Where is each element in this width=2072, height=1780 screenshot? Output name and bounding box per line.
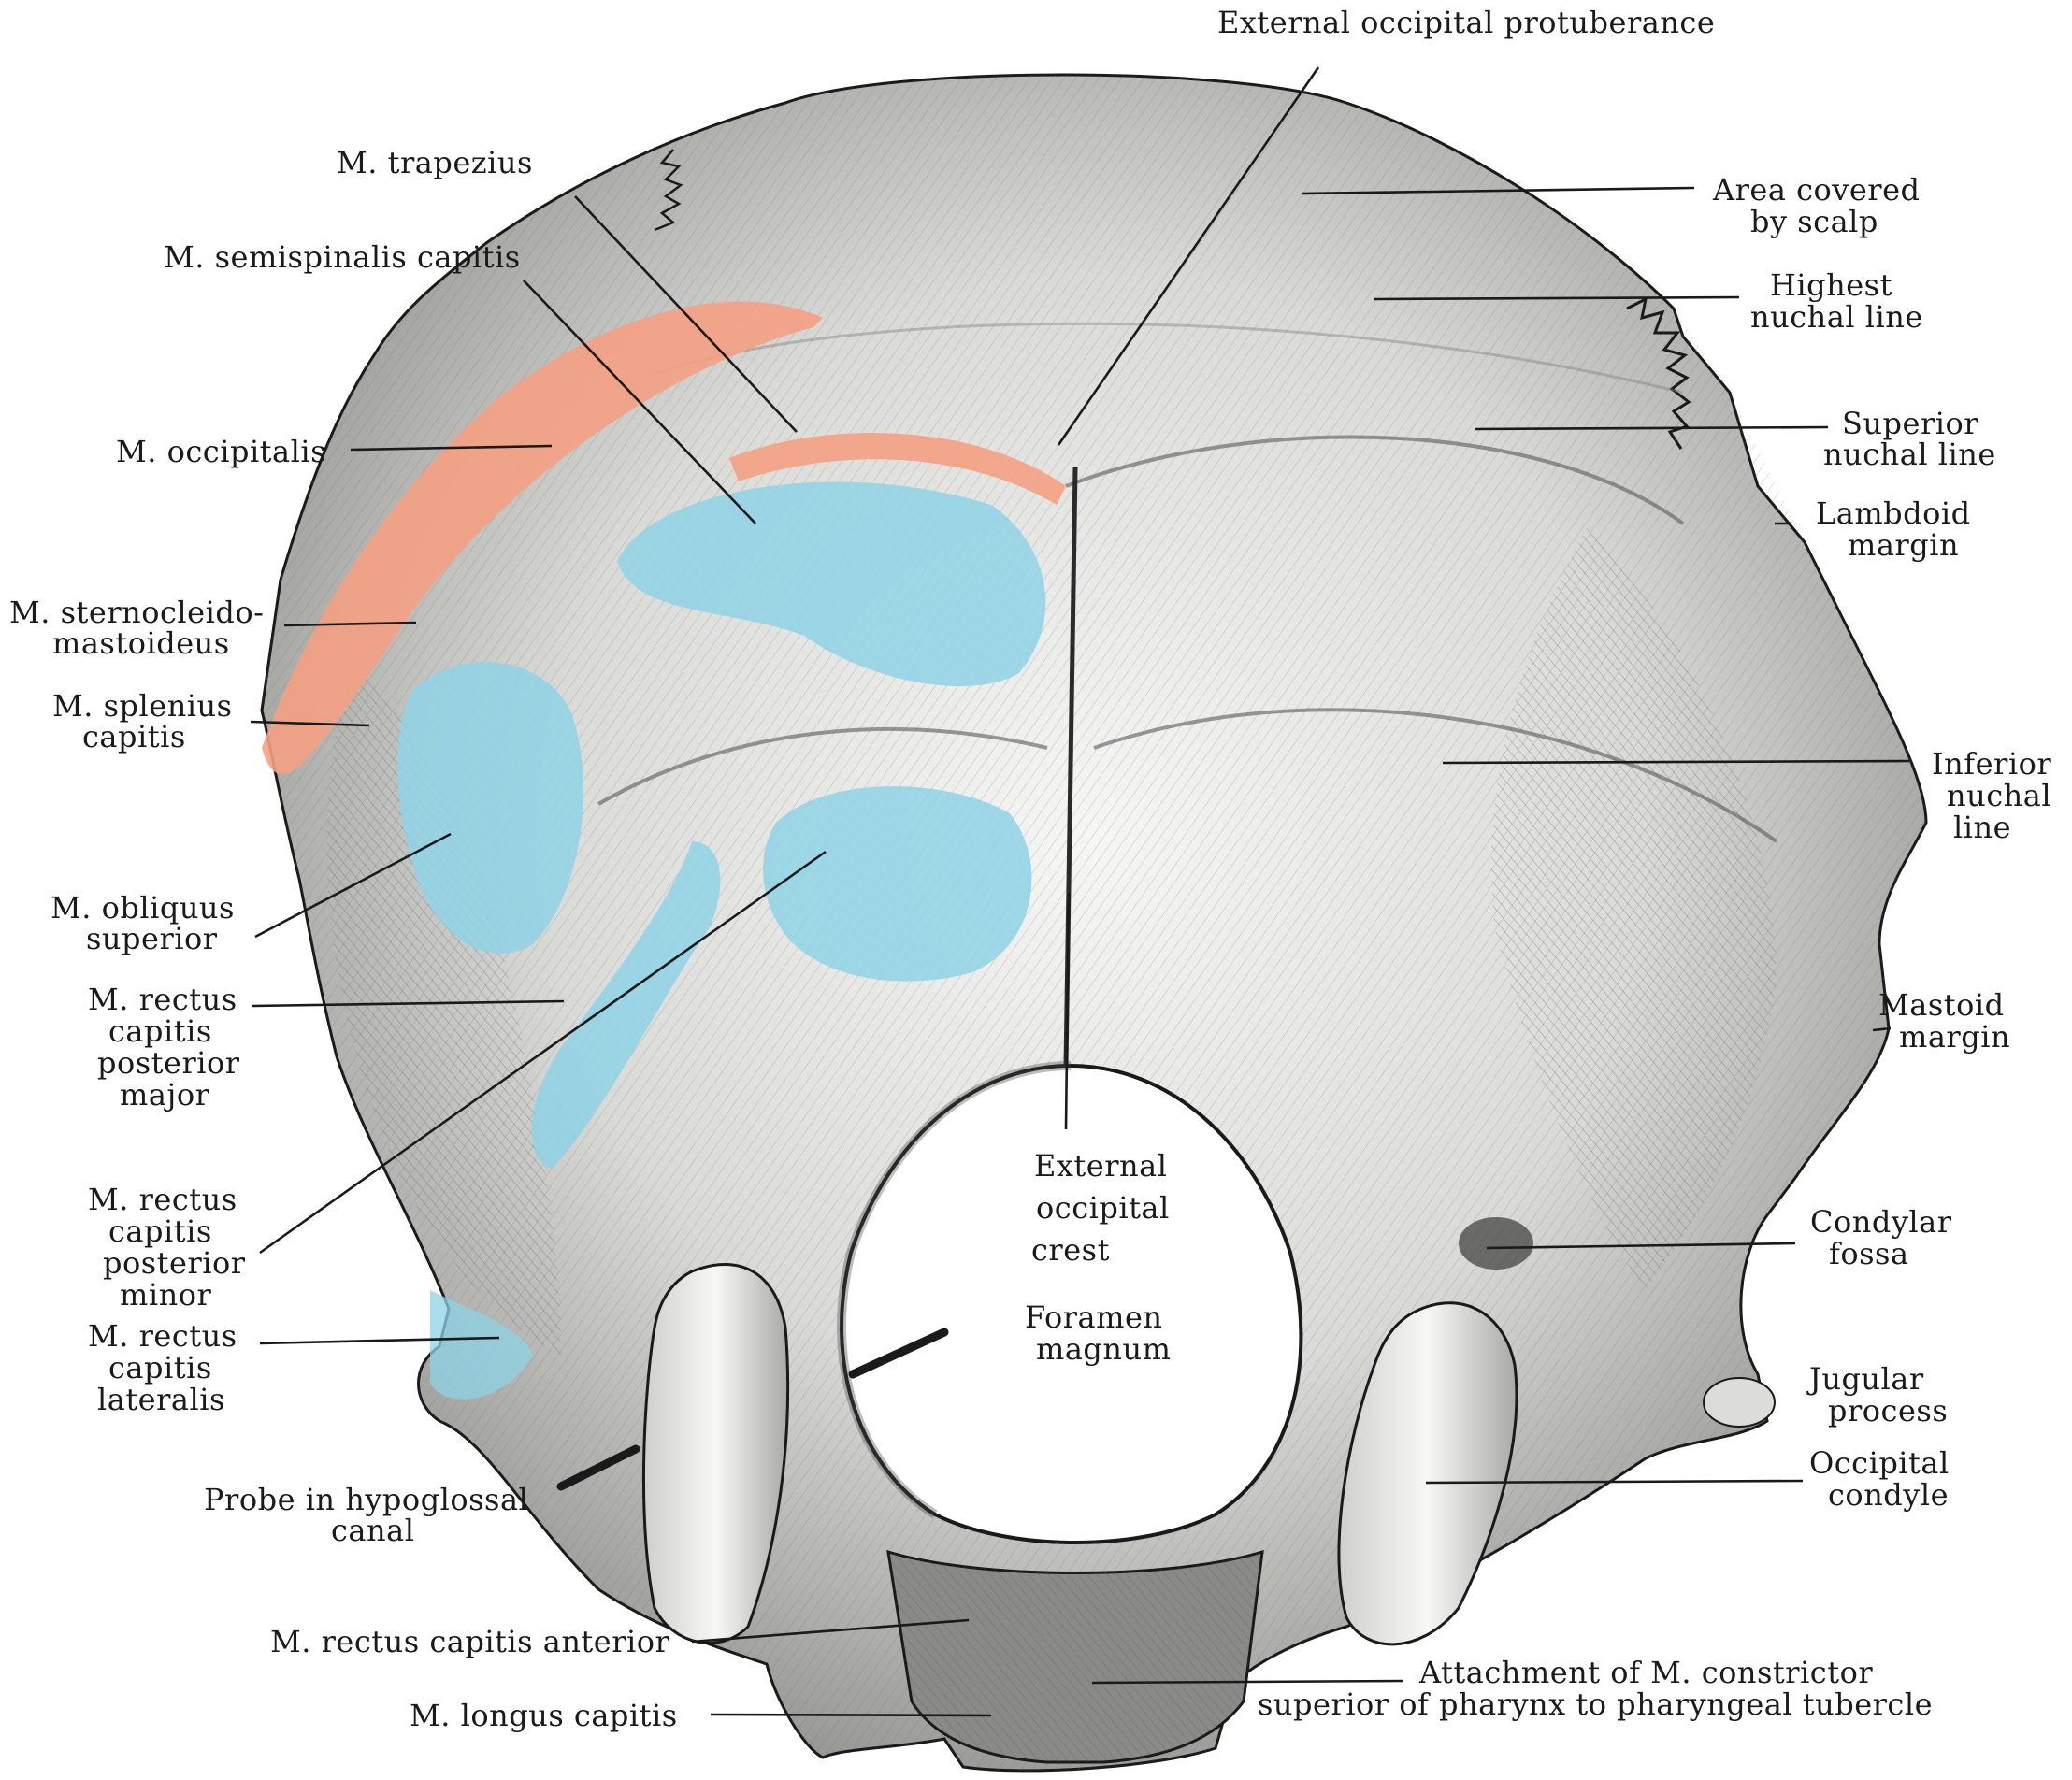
- leader-sternocleido: [283, 621, 417, 627]
- leader-crest: [1064, 892, 1071, 1130]
- leader-constrictor: [1091, 1679, 1403, 1685]
- label-lambdoid-2: margin: [1848, 527, 1959, 563]
- condylar-fossa: [1459, 1217, 1533, 1270]
- label-rcp-minor-3: posterior: [103, 1245, 246, 1281]
- m-trapezius-area: [729, 432, 1066, 505]
- leader-superior-nuchal: [1474, 425, 1829, 431]
- label-constrictor-2: superior of pharynx to pharyngeal tuberc…: [1258, 1687, 1933, 1722]
- label-rcp-major-4: major: [120, 1077, 210, 1112]
- label-foramen-1: Foramen: [1025, 1299, 1162, 1335]
- foramen-rim-shade: [837, 1061, 1072, 1519]
- leader-inferior-nuchal: [1442, 759, 1910, 765]
- basilar-engraving: [888, 1552, 1262, 1762]
- leader-condylar: [1486, 1242, 1796, 1250]
- label-crest-2: occipital: [1036, 1190, 1170, 1226]
- label-sternocleido-2: mastoideus: [52, 625, 230, 661]
- label-superior-nuchal-1: Superior: [1842, 406, 1978, 441]
- label-sternocleido-1: M. sternocleido-: [9, 595, 264, 630]
- label-occipitalis: M. occipitalis: [116, 434, 326, 469]
- label-trapezius: M. trapezius: [337, 145, 533, 180]
- leader-occipitalis: [350, 444, 553, 452]
- m-semispinalis-area: [617, 481, 1046, 687]
- label-probe-1: Probe in hypoglossal: [204, 1482, 528, 1517]
- leader-rcp-minor: [259, 850, 827, 1255]
- label-rcp-major-2: capitis: [108, 1013, 212, 1049]
- label-inferior-nuchal-3: line: [1953, 810, 2011, 845]
- label-area-scalp-2: by scalp: [1750, 204, 1878, 239]
- inferior-nuchal-ridge-right: [1093, 708, 1778, 843]
- label-area-scalp-1: Area covered: [1712, 172, 1921, 208]
- label-inferior-nuchal-2: nuchal: [1947, 778, 2051, 813]
- label-obliquus-1: M. obliquus: [50, 890, 235, 926]
- label-mastoid-1: Mastoid: [1878, 987, 2005, 1023]
- leader-trapezius: [574, 195, 798, 433]
- label-highest-nuchal-1: Highest: [1770, 267, 1892, 303]
- leader-splenius: [250, 720, 370, 727]
- label-lambdoid-1: Lambdoid: [1816, 495, 1971, 531]
- label-rc-lateralis-1: M. rectus: [88, 1318, 237, 1354]
- label-jugular-2: process: [1828, 1393, 1948, 1428]
- m-rcp-minor-area: [763, 786, 1032, 982]
- left-serration: [654, 149, 683, 232]
- m-rc-lateralis-area: [430, 1290, 533, 1400]
- lambdoid-serration: [1626, 296, 1691, 450]
- label-splenius-1: M. splenius: [52, 688, 233, 724]
- leader-highest-nuchal: [1374, 295, 1740, 301]
- label-jugular-1: Jugular: [1806, 1361, 1924, 1397]
- label-condylar-2: fossa: [1829, 1236, 1909, 1271]
- jugular-process: [1703, 1377, 1776, 1428]
- leader-ext-occ-protuberance: [1057, 66, 1320, 446]
- leader-occipital-condyle: [1425, 1479, 1804, 1485]
- label-foramen-2: magnum: [1036, 1331, 1171, 1367]
- leader-obliquus: [254, 832, 452, 939]
- label-condylar-1: Condylar: [1810, 1204, 1952, 1240]
- label-inferior-nuchal-1: Inferior: [1932, 746, 2051, 782]
- inferior-nuchal-ridge-left: [597, 727, 1048, 806]
- probe-left: [556, 1444, 640, 1491]
- foramen-magnum: [840, 1063, 1303, 1544]
- lateral-shade-left: [326, 654, 561, 1356]
- label-longus-capitis: M. longus capitis: [410, 1698, 678, 1733]
- label-rcp-major-3: posterior: [97, 1045, 240, 1081]
- label-occipital-condyle-2: condyle: [1828, 1477, 1949, 1513]
- label-rcp-minor-4: minor: [120, 1277, 211, 1313]
- leader-semispinalis: [523, 280, 756, 524]
- superior-nuchal-ridge-right: [1065, 435, 1685, 525]
- label-highest-nuchal-2: nuchal line: [1750, 299, 1923, 335]
- right-occipital-condyle: [1337, 1301, 1518, 1646]
- label-splenius-2: capitis: [82, 719, 186, 754]
- label-superior-nuchal-2: nuchal line: [1823, 437, 1996, 472]
- label-rc-lateralis-3: lateralis: [97, 1382, 225, 1417]
- label-rc-lateralis-2: capitis: [108, 1350, 212, 1385]
- lateral-shade-right: [1490, 524, 1777, 1290]
- label-constrictor-1: Attachment of M. constrictor: [1418, 1655, 1873, 1690]
- highest-nuchal-ridge: [654, 322, 1684, 395]
- label-mastoid-2: margin: [1899, 1019, 2010, 1055]
- leader-rc-lateralis: [259, 1336, 500, 1345]
- label-ext-occ-protuberance: External occipital protuberance: [1217, 5, 1715, 40]
- leader-area-scalp: [1301, 186, 1695, 195]
- m-splenius-area: [397, 661, 584, 954]
- left-occipital-condyle: [641, 1263, 790, 1644]
- label-crest-3: crest: [1031, 1232, 1110, 1268]
- label-rcp-major-1: M. rectus: [88, 982, 237, 1017]
- m-occipitalis-area: [262, 301, 823, 775]
- label-rcp-minor-1: M. rectus: [88, 1182, 237, 1217]
- label-obliquus-2: superior: [86, 921, 218, 956]
- label-rc-anterior: M. rectus capitis anterior: [270, 1624, 670, 1659]
- label-crest-1: External: [1034, 1148, 1167, 1184]
- leader-lines: [250, 66, 1910, 1717]
- leader-rcp-major: [252, 999, 565, 1008]
- m-obliquus-area: [531, 841, 721, 1169]
- label-probe-2: canal: [331, 1513, 414, 1548]
- label-rcp-minor-2: capitis: [108, 1213, 212, 1249]
- leader-mastoid: [1872, 1026, 1892, 1032]
- label-occipital-condyle-1: Occipital: [1809, 1445, 1950, 1481]
- leader-rc-anterior: [691, 1618, 970, 1644]
- probe-right: [848, 1328, 949, 1379]
- label-semispinalis: M. semispinalis capitis: [164, 239, 521, 275]
